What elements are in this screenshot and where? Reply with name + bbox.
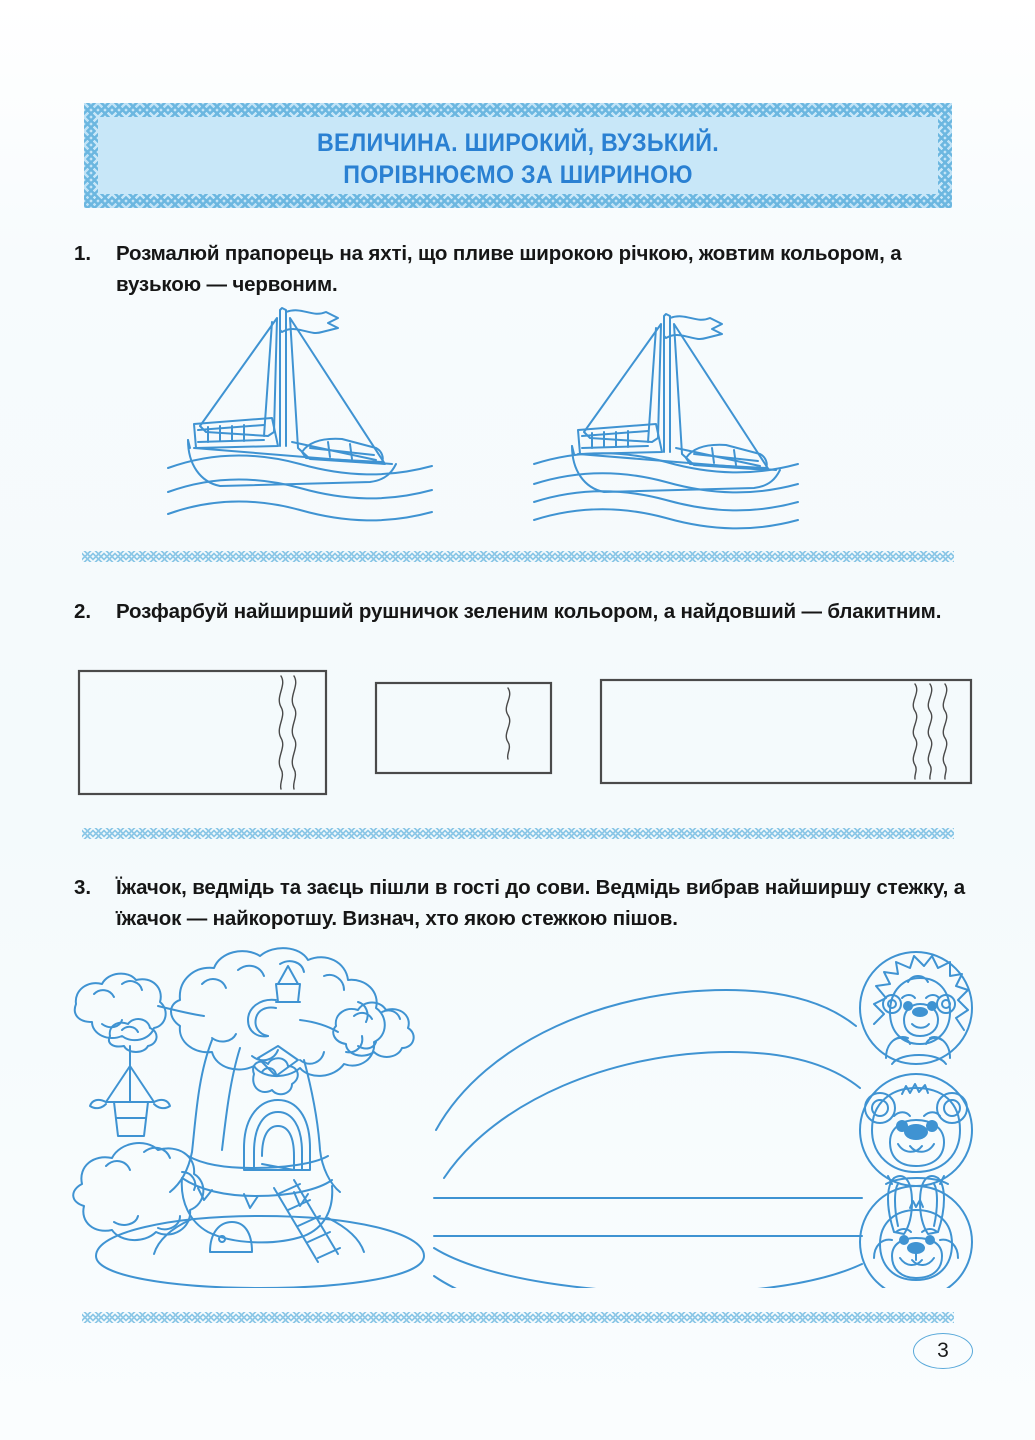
yacht-wide-river [167,307,433,522]
page-title-line-2: ПОРІВНЮЄМО ЗА ШИРИНОЮ [343,161,693,189]
page-title: ВЕЛИЧИНА. ШИРОКИЙ, ВУЗЬКИЙ. ПОРІВНЮЄМО З… [114,127,921,191]
page-number-badge: 3 [913,1333,973,1369]
task-1-text: Розмалюй прапорець на яхті, що пливе шир… [116,242,902,296]
page-title-line-1: ВЕЛИЧИНА. ШИРОКИЙ, ВУЗЬКИЙ. [316,129,720,157]
task-1-number: 1. [74,242,92,265]
path-narrow-straight [433,1197,863,1237]
task-2-text: Розфарбуй найширший рушничок зеленим кол… [116,600,942,623]
task-3-number: 3. [74,876,92,899]
illustration-towels [70,662,985,810]
towel-middle [374,681,553,775]
banner-border-top-icon [84,103,952,117]
banner-border-bottom-icon [84,194,952,208]
path-wide-curved-top [435,989,861,1179]
banner-fill [91,110,945,201]
section-divider-1 [82,551,954,562]
banner-border-left-icon [84,103,98,208]
path-curved-bottom [433,1247,863,1288]
section-divider-2 [82,828,954,839]
page-header-banner: ВЕЛИЧИНА. ШИРОКИЙ, ВУЗЬКИЙ. ПОРІВНЮЄМО З… [84,103,952,208]
yacht-narrow-river [533,313,799,530]
illustration-sailboats [160,296,860,532]
animal-bear [859,1073,973,1187]
towel-right [599,678,973,785]
illustration-treehouse-scene [62,940,982,1288]
task-3: 3. Їжачок, ведмідь та заєць пішли в гост… [74,872,972,934]
owl-treehouse [72,947,425,1288]
animal-hare [859,1175,973,1288]
banner-border-right-icon [938,103,952,208]
animal-hedgehog [859,951,973,1065]
section-divider-3 [82,1312,954,1323]
task-2-number: 2. [74,600,92,623]
paths-group [433,989,863,1288]
task-1: 1. Розмалюй прапорець на яхті, що пливе … [74,238,972,300]
towel-left [77,669,328,796]
task-2: 2. Розфарбуй найширший рушничок зеленим … [74,596,972,627]
task-3-text: Їжачок, ведмідь та заєць пішли в гості д… [116,876,966,930]
